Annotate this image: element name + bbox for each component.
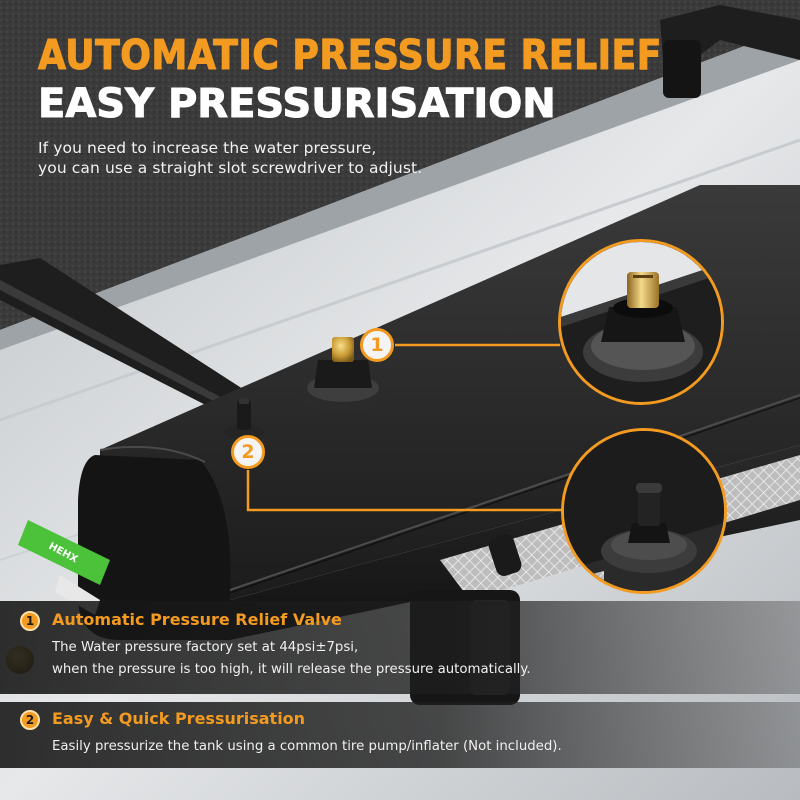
headline-secondary: EASY PRESSURISATION (38, 81, 557, 128)
feature-title: Easy & Quick Pressurisation (52, 709, 306, 728)
callout-number: 1 (370, 334, 384, 356)
headline: AUTOMATIC PRESSURE RELIEF EASY PRESSURIS… (38, 30, 675, 128)
callout-badge-1: 1 (360, 328, 394, 362)
feature-description-line: Easily pressurize the tank using a commo… (52, 739, 562, 754)
feature-number-badge: 2 (20, 710, 40, 730)
feature-description: Easily pressurize the tank using a commo… (52, 736, 562, 758)
feature-panel-relief-valve: 1 Automatic Pressure Relief Valve The Wa… (0, 601, 800, 694)
feature-description-line: The Water pressure factory set at 44psi±… (52, 640, 359, 655)
tire-valve-closeup (561, 428, 727, 594)
intro-text: If you need to increase the water pressu… (38, 138, 422, 178)
headline-primary: AUTOMATIC PRESSURE RELIEF (38, 31, 662, 80)
feature-title: Automatic Pressure Relief Valve (52, 610, 342, 629)
callout-number: 2 (241, 441, 255, 463)
intro-line-2: you can use a straight slot screwdriver … (38, 159, 423, 177)
feature-panel-pressurisation: 2 Easy & Quick Pressurisation Easily pre… (0, 702, 800, 768)
feature-description: The Water pressure factory set at 44psi±… (52, 637, 531, 681)
feature-number-badge: 1 (20, 611, 40, 631)
relief-valve-closeup (558, 239, 724, 405)
feature-description-line: when the pressure is too high, it will r… (52, 662, 531, 677)
intro-line-1: If you need to increase the water pressu… (38, 139, 377, 157)
callout-badge-2: 2 (231, 435, 265, 469)
